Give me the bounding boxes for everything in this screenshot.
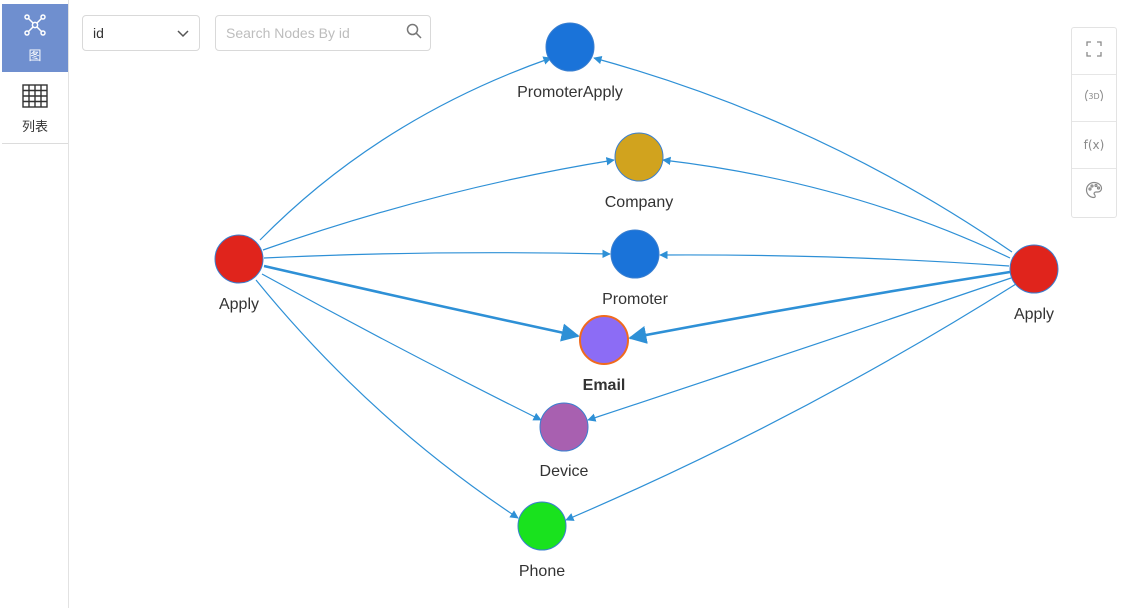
edge-apply-right-phone[interactable]	[565, 283, 1017, 521]
edge-apply-left-promoter[interactable]	[263, 249, 611, 259]
node-label: Apply	[1014, 306, 1054, 323]
node-apply-left[interactable]: Apply	[214, 234, 264, 313]
node-device[interactable]: Device	[539, 402, 589, 480]
node-label: Promoter	[602, 291, 668, 308]
3d-view-button[interactable]: 3D	[1072, 75, 1116, 122]
edge-apply-left-email[interactable]	[263, 264, 580, 342]
palette-icon	[1085, 181, 1103, 204]
node-apply-right[interactable]: Apply	[1009, 244, 1059, 323]
fullscreen-icon	[1086, 40, 1102, 62]
graph-toolbar: 3D f(x)	[1071, 27, 1117, 218]
function-icon: f(x)	[1083, 138, 1105, 152]
function-button[interactable]: f(x)	[1072, 122, 1116, 169]
node-label: Apply	[219, 296, 259, 313]
node-company[interactable]: Company	[605, 132, 673, 211]
graph-icon	[23, 13, 47, 42]
tab-list-label: 列表	[21, 120, 48, 135]
chevron-down-icon	[177, 25, 189, 41]
node-promoterapply[interactable]: PromoterApply	[517, 22, 623, 101]
node-phone[interactable]: Phone	[517, 501, 567, 580]
3d-rotate-icon: 3D	[1083, 85, 1105, 112]
search-input[interactable]	[224, 24, 406, 42]
field-select-value: id	[93, 25, 104, 41]
edge-apply-right-promoter[interactable]	[659, 250, 1010, 267]
3d-icon-text: 3D	[1088, 92, 1099, 101]
edge-apply-left-phone[interactable]	[255, 279, 519, 519]
node-label: Phone	[519, 563, 565, 580]
fullscreen-button[interactable]	[1072, 28, 1116, 75]
table-icon	[22, 84, 48, 113]
node-email[interactable]: Email	[579, 315, 629, 394]
edge-apply-right-email[interactable]	[628, 270, 1011, 344]
tab-graph-label: 图	[28, 48, 42, 64]
tab-list[interactable]: 列表	[2, 76, 68, 144]
node-label: PromoterApply	[517, 84, 623, 101]
node-label: Email	[583, 377, 626, 394]
node-label: Device	[540, 463, 589, 480]
search-box	[215, 15, 431, 51]
node-label: Company	[605, 194, 673, 211]
edge-apply-right-promoterapply[interactable]	[593, 55, 1013, 253]
tab-graph[interactable]: 图	[2, 4, 68, 72]
field-select[interactable]: id	[82, 15, 200, 51]
edge-apply-right-device[interactable]	[587, 277, 1012, 422]
node-promoter[interactable]: Promoter	[602, 229, 669, 308]
edge-apply-left-device[interactable]	[261, 273, 542, 421]
sidebar: 图 列表	[0, 0, 69, 608]
edge-apply-right-company[interactable]	[662, 156, 1011, 259]
search-icon[interactable]	[406, 23, 422, 44]
edge-apply-left-promoterapply[interactable]	[259, 56, 552, 241]
edge-apply-left-company[interactable]	[262, 157, 615, 251]
style-button[interactable]	[1072, 169, 1116, 216]
